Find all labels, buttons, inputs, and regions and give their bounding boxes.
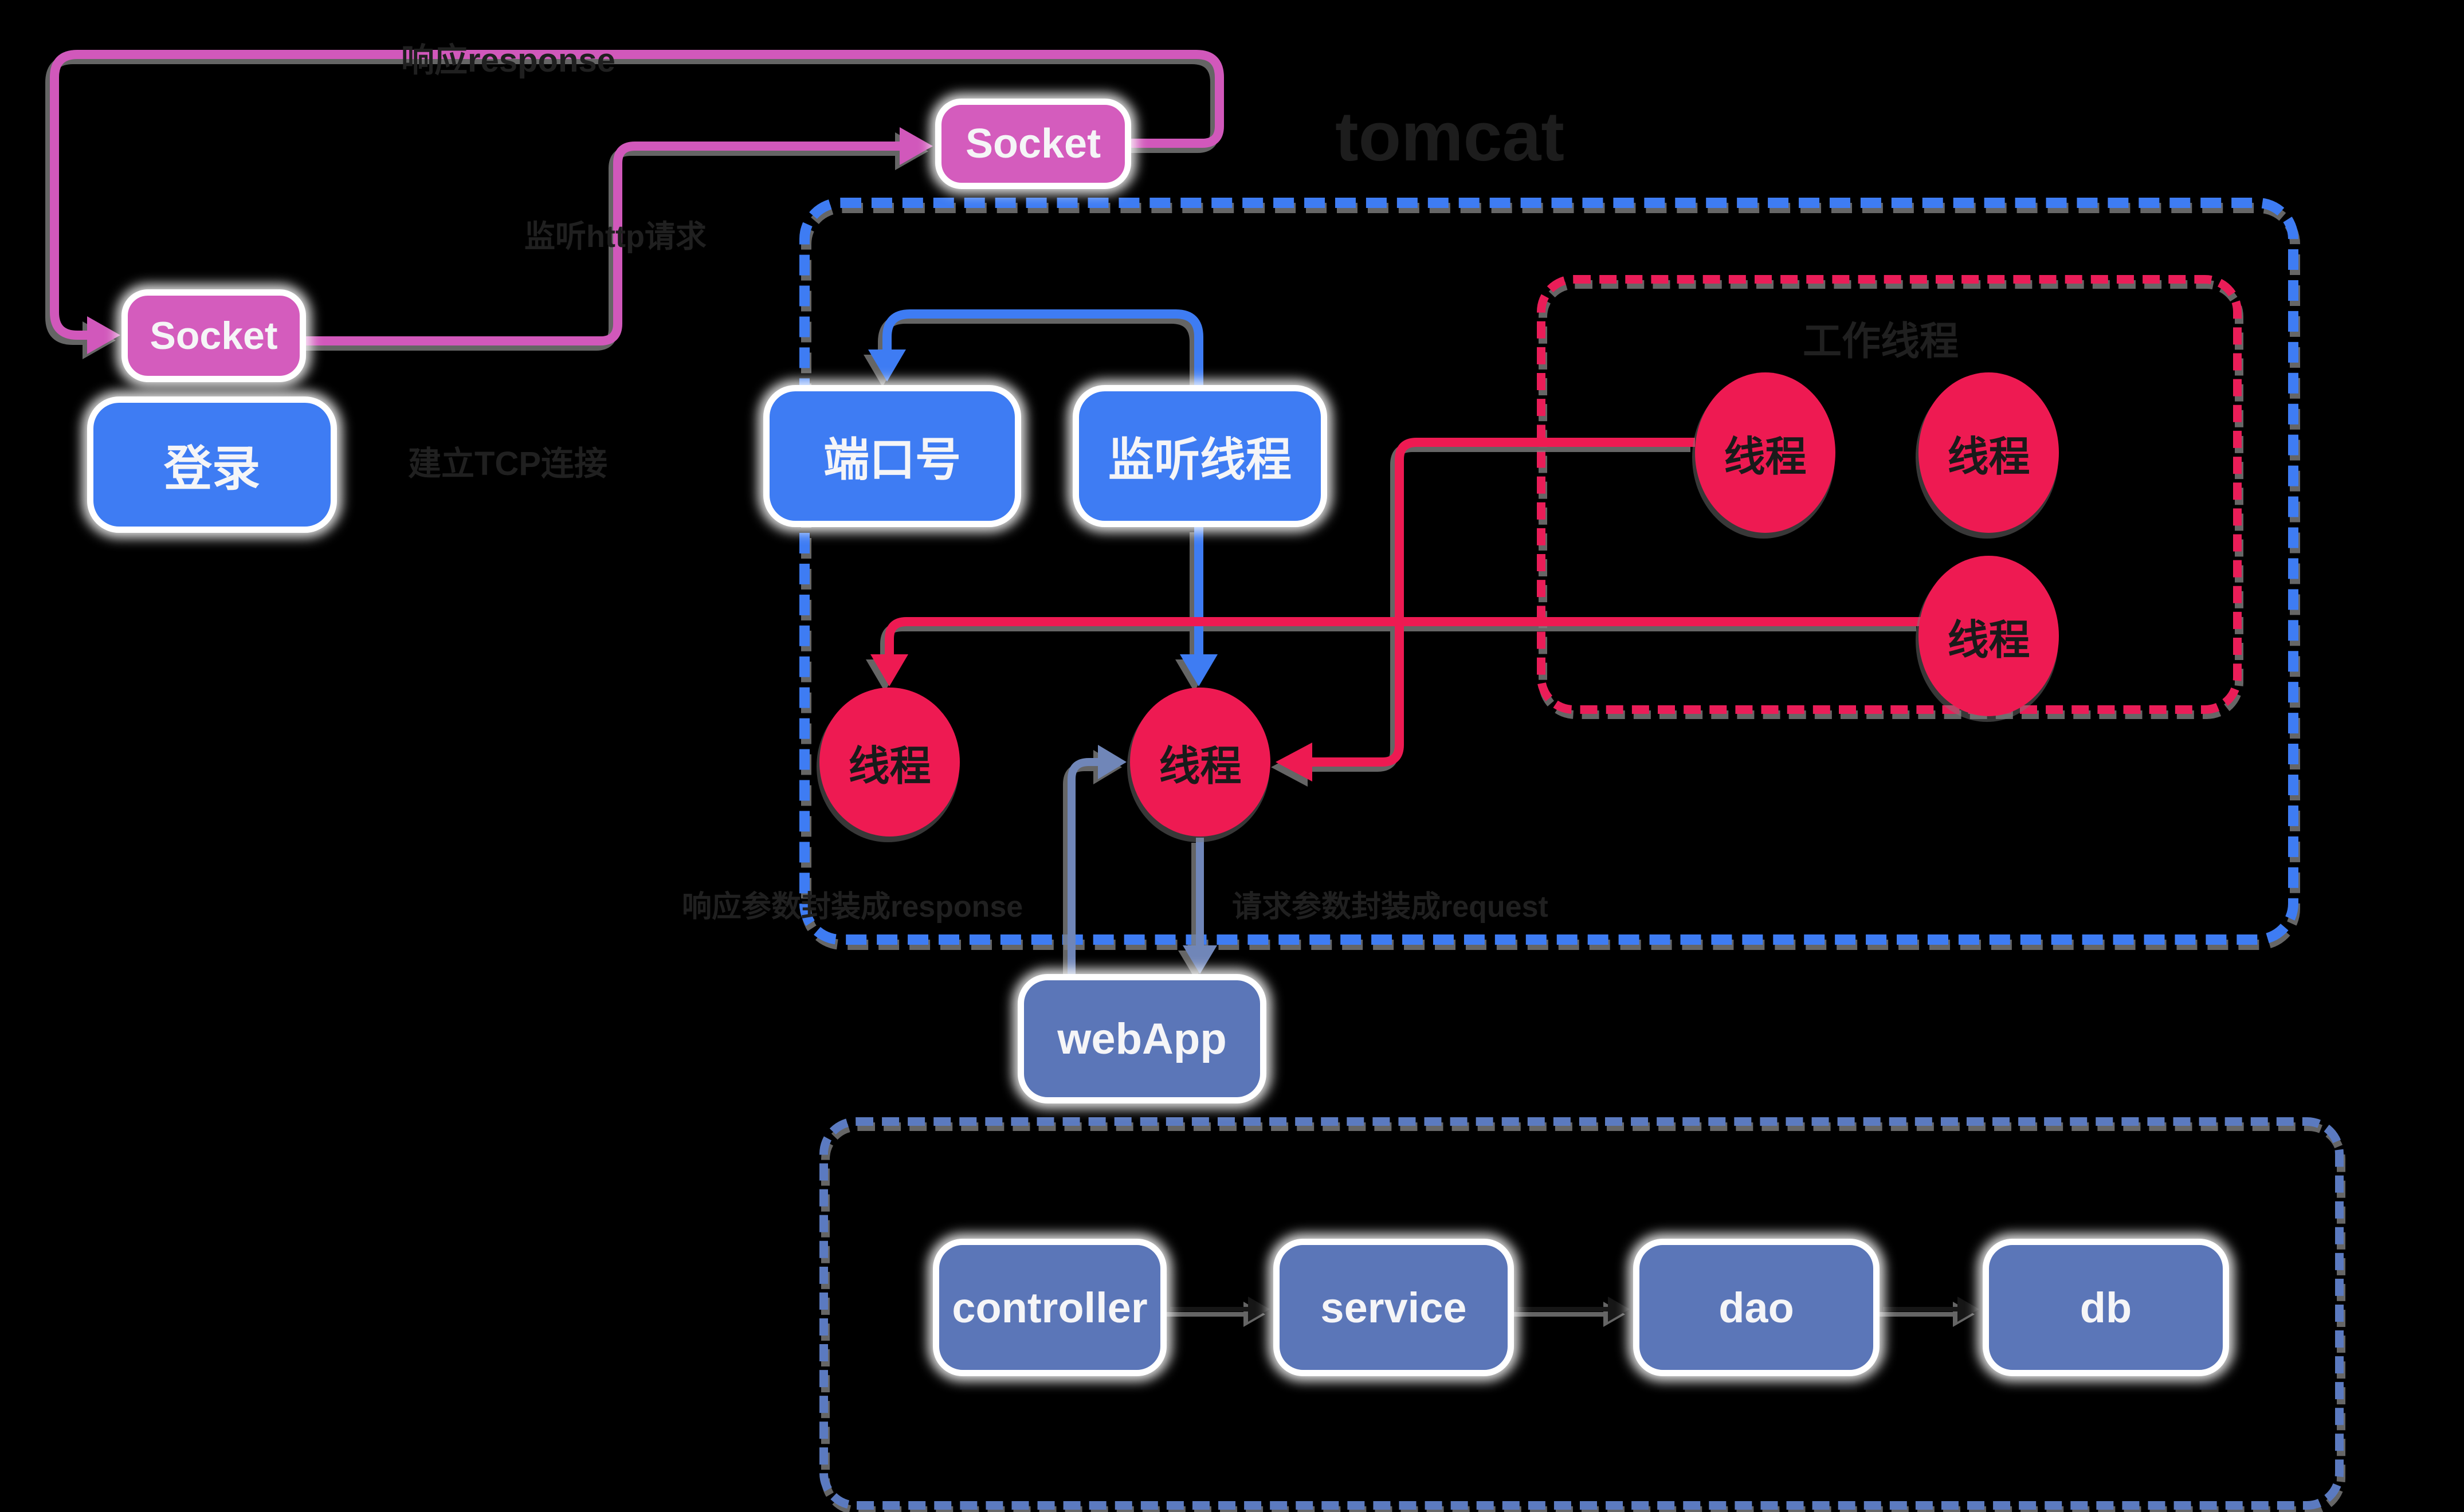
edge-http-request (306, 142, 901, 345)
node-login[interactable]: 登录 (87, 396, 337, 533)
tomcat-title: tomcat (1335, 97, 1564, 175)
edge-response (50, 50, 1224, 340)
edge-service-to-dao-arrowhead (1608, 1297, 1630, 1322)
edge-pool-to-left-thread-arrowhead (870, 654, 908, 686)
edge-thread-to-webapp-arrowhead (1183, 945, 1217, 974)
label-request-pack: 请求参数封装成request (1232, 890, 1548, 924)
edge-controller-to-service-arrowhead (1248, 1297, 1270, 1322)
edge-listener-to-port-arrowhead (868, 349, 906, 382)
edge-webapp-to-thread-arrowhead (1098, 745, 1127, 779)
node-listener-thread[interactable]: 监听线程 (1073, 385, 1327, 527)
node-socket-server[interactable]: Socket (935, 99, 1131, 189)
node-socket-client[interactable]: Socket (121, 289, 306, 382)
node-thread-right[interactable]: 线程 (1130, 688, 1270, 836)
node-dao[interactable]: dao (1633, 1239, 1880, 1376)
node-service[interactable]: service (1273, 1239, 1514, 1376)
node-port-number[interactable]: 端口号 (763, 385, 1021, 527)
node-pool-thread-2[interactable]: 线程 (1918, 372, 2059, 533)
node-webapp[interactable]: webApp (1018, 974, 1266, 1103)
label-response-pack: 响应参数封装成response (682, 890, 1023, 924)
node-thread-left[interactable]: 线程 (819, 688, 960, 836)
edge-dao-to-db-arrowhead (1957, 1297, 1979, 1322)
node-pool-thread-3[interactable]: 线程 (1918, 556, 2059, 716)
worker-pool-frame (1537, 275, 2242, 714)
edge-response-arrowhead (87, 316, 120, 354)
node-pool-thread-1[interactable]: 线程 (1695, 372, 1835, 533)
label-http-request: 监听http请求 (524, 219, 707, 254)
label-response: 响应response (401, 42, 615, 79)
edge-webapp-to-thread (1068, 758, 1099, 974)
node-controller[interactable]: controller (933, 1239, 1167, 1376)
worker-pool-title: 工作线程 (1802, 320, 1959, 363)
edge-pool-to-right-thread-arrowhead (1276, 743, 1312, 781)
edge-listener-to-thread-arrowhead (1180, 654, 1218, 686)
label-tcp-connect: 建立TCP连接 (408, 445, 608, 482)
tomcat-container-frame (799, 198, 2298, 945)
webapp-layers-frame (819, 1117, 2344, 1510)
node-db[interactable]: db (1983, 1239, 2229, 1376)
edge-pool-to-right-thread (1311, 438, 1695, 767)
edge-http-request-arrowhead (900, 127, 933, 165)
edge-listener-to-port (882, 309, 1203, 385)
edge-pool-to-left-thread (885, 617, 1921, 654)
